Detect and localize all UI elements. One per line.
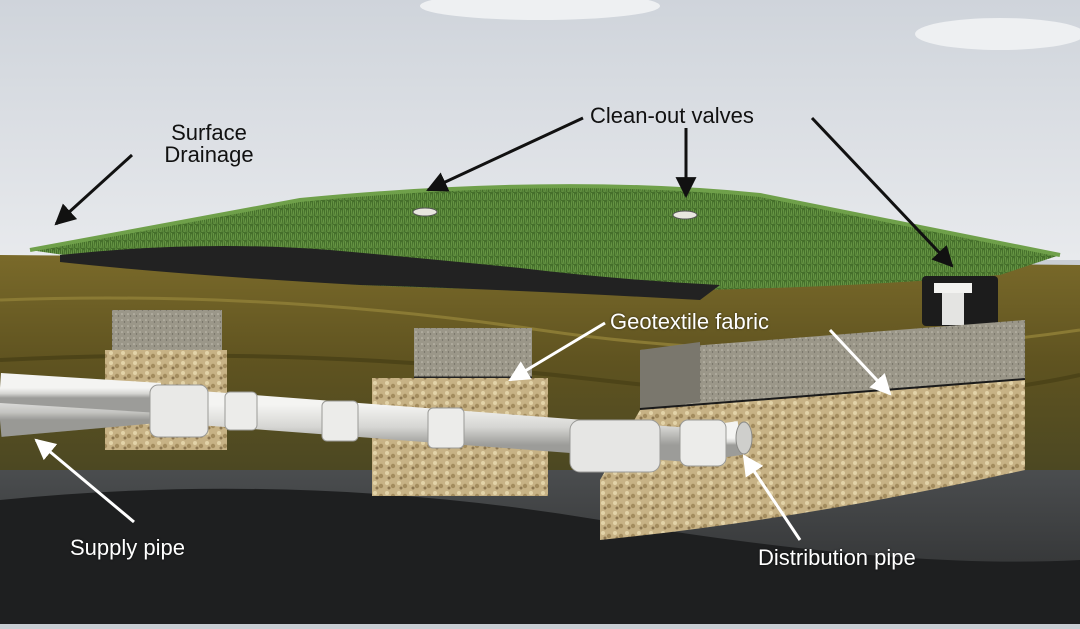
arrow-surface-drainage — [54, 153, 134, 226]
label-surface-drainage-line1: Surface — [171, 120, 247, 145]
label-geotextile-fabric: Geotextile fabric — [610, 309, 769, 334]
arrow-clean-out-3 — [810, 116, 954, 268]
valve-cap — [672, 210, 698, 220]
arrow-geotextile-2 — [828, 328, 892, 396]
arrow-distribution-pipe — [742, 454, 802, 541]
arrow-geotextile-1 — [508, 321, 606, 382]
distribution-pipe — [0, 373, 753, 473]
rubber-infill — [60, 246, 720, 300]
sand-layer — [112, 310, 222, 350]
valve-riser — [942, 285, 964, 325]
sand-layer-side — [640, 342, 700, 410]
label-clean-out-valves: Clean-out valves — [590, 103, 754, 128]
label-distribution-pipe: Distribution pipe — [758, 545, 916, 570]
cloud — [915, 18, 1080, 50]
valve-riser-cap — [934, 283, 972, 293]
dark-base — [0, 488, 1080, 624]
label-surface-drainage-line2: Drainage — [164, 142, 254, 167]
label-surface-drainage: Surface Drainage — [145, 122, 273, 166]
valve-cap — [412, 207, 438, 217]
turf-edge — [29, 184, 1061, 257]
label-supply-pipe: Supply pipe — [70, 535, 185, 560]
sand-layer — [414, 328, 532, 378]
cloud — [420, 0, 660, 20]
arrow-supply-pipe — [34, 438, 135, 524]
arrow-clean-out-1 — [426, 116, 584, 192]
